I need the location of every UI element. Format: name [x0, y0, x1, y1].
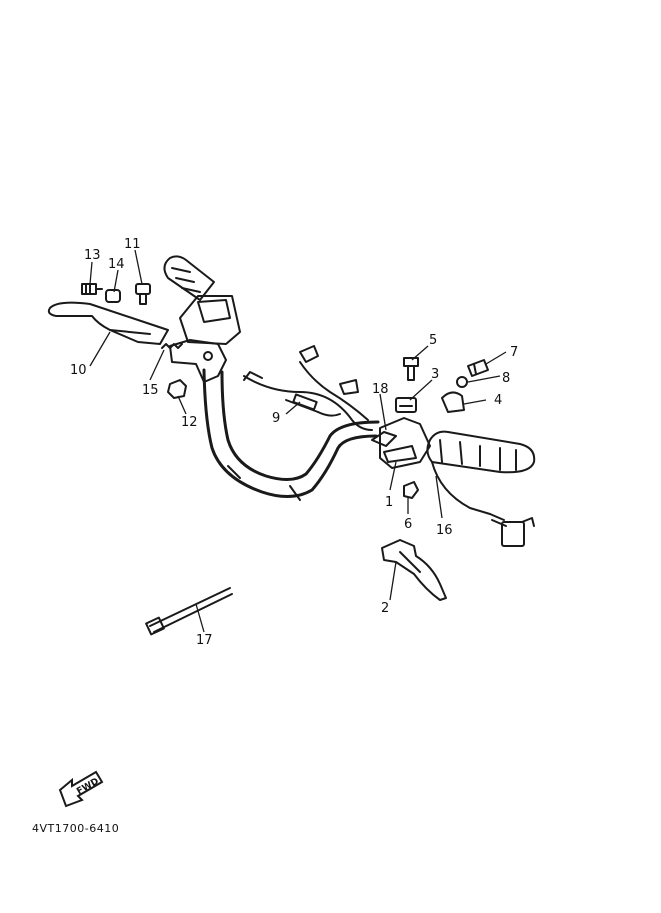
wire-harness [243, 345, 373, 431]
nut-6 [403, 481, 419, 499]
callout-16: 16 [436, 523, 453, 538]
callout-17: 17 [196, 633, 213, 648]
drawing-code: 4VT1700-6410 [32, 822, 119, 835]
callout-12: 12 [181, 415, 198, 430]
bolt-5 [403, 357, 419, 381]
callout-15: 15 [142, 383, 159, 398]
clamp-4 [441, 391, 465, 413]
right-switch-assembly [371, 417, 431, 469]
cable-tie-17 [145, 587, 233, 636]
callout-18: 18 [372, 382, 389, 397]
callout-1: 1 [385, 495, 393, 510]
handlebar [202, 368, 380, 501]
callout-13: 13 [84, 248, 101, 263]
callout-8: 8 [502, 371, 510, 386]
callout-7: 7 [510, 345, 518, 360]
forward-arrow-icon: FWD [58, 770, 104, 808]
switch-3 [395, 397, 417, 413]
callout-5: 5 [429, 333, 437, 348]
callout-6: 6 [404, 517, 412, 532]
collar-14 [105, 289, 121, 303]
spring-15 [161, 343, 183, 349]
callout-2: 2 [381, 601, 389, 616]
callout-14: 14 [108, 257, 125, 272]
left-lever-bracket [169, 339, 227, 383]
callout-9: 9 [272, 411, 280, 426]
bolt-7 [467, 359, 489, 377]
right-lever [381, 539, 447, 601]
left-lever [47, 301, 169, 345]
washer-8 [456, 376, 468, 388]
nut-12 [167, 379, 187, 399]
callout-11: 11 [124, 237, 141, 252]
left-grip [163, 255, 241, 345]
right-grip [426, 430, 536, 474]
callout-4: 4 [494, 393, 502, 408]
leader-lines [89, 249, 507, 633]
cable-16 [431, 461, 535, 547]
cable-9 [285, 393, 341, 417]
bolt-11 [135, 283, 151, 305]
callout-3: 3 [431, 367, 439, 382]
bolt-13 [81, 283, 103, 295]
callout-10: 10 [70, 363, 87, 378]
callout-labels: 1 2 3 4 5 6 7 8 9 10 11 12 13 14 15 16 1… [70, 237, 518, 648]
